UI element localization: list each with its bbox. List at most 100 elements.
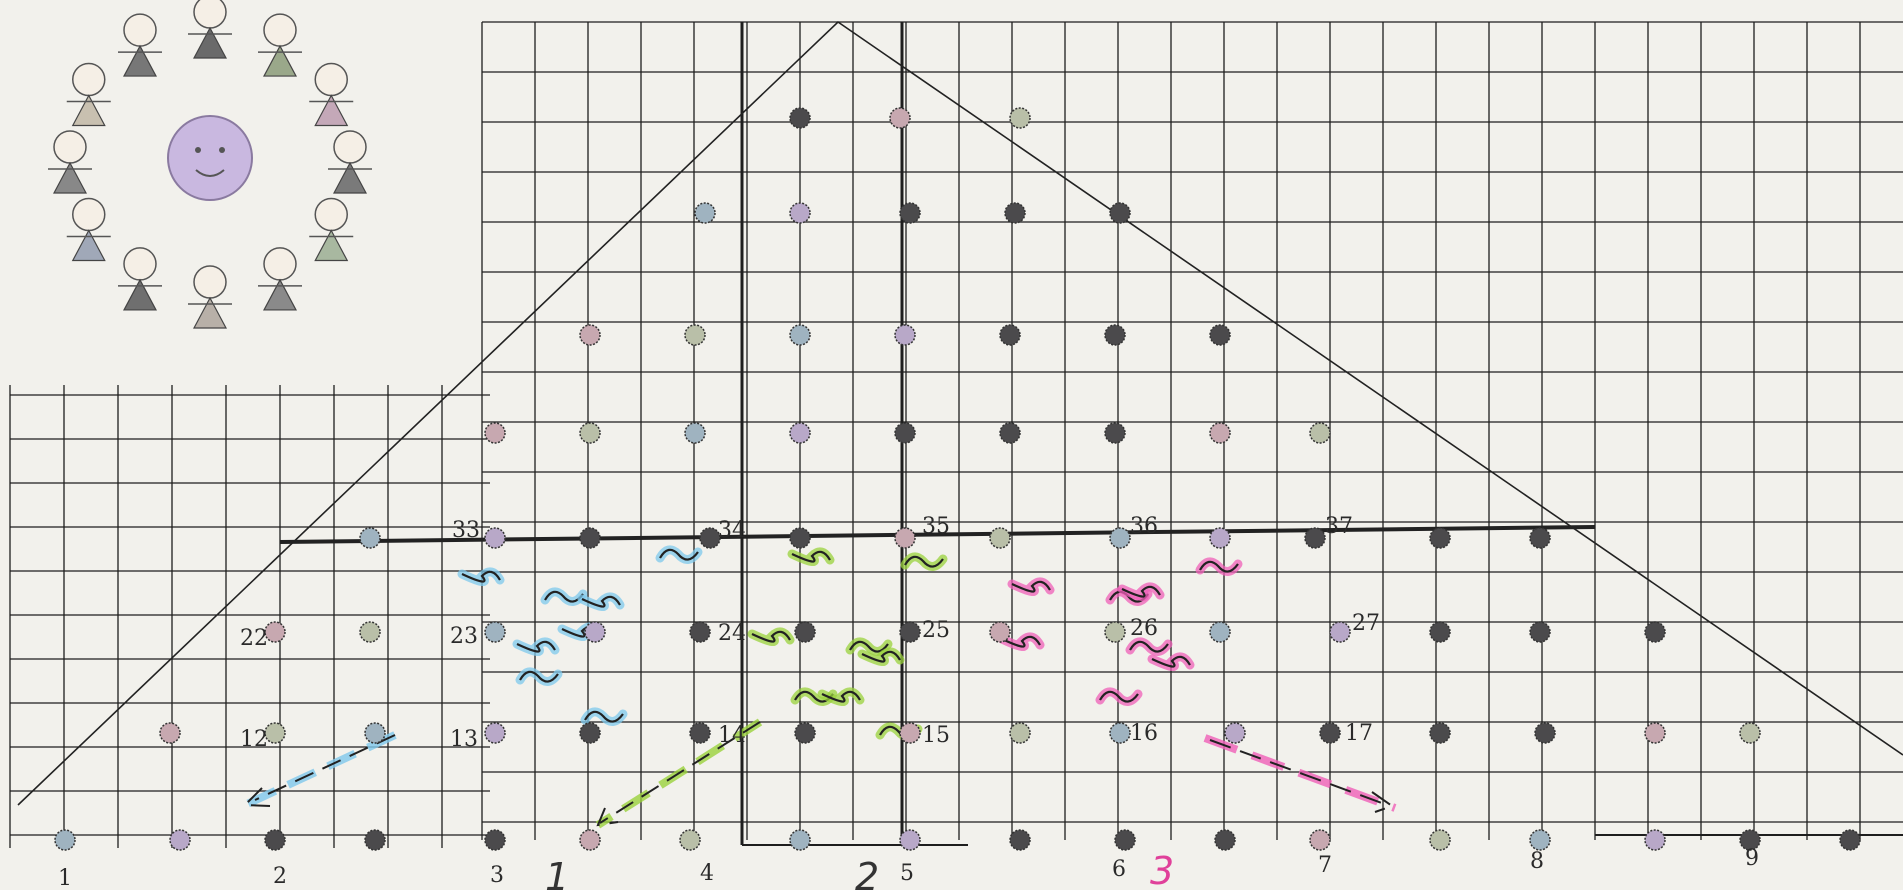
dot-point xyxy=(485,622,505,642)
dot-point xyxy=(1010,108,1030,128)
dot-point xyxy=(790,830,810,850)
dot-point xyxy=(1210,622,1230,642)
column-label-1: 1 xyxy=(58,866,72,890)
column-label-7: 7 xyxy=(1318,853,1332,878)
dot-point xyxy=(1105,622,1125,642)
dot-point xyxy=(1310,830,1330,850)
dot-point xyxy=(580,325,600,345)
dot-point xyxy=(900,622,920,642)
point-label-25: 25 xyxy=(922,618,950,643)
dot-point xyxy=(1645,622,1665,642)
column-label-8: 8 xyxy=(1530,849,1544,874)
dot-point xyxy=(485,528,505,548)
dot-point xyxy=(1305,528,1325,548)
dot-point xyxy=(1320,723,1340,743)
point-label-13: 13 xyxy=(450,727,478,752)
dot-point xyxy=(895,325,915,345)
child-figure-icon xyxy=(67,199,111,261)
column-label-3: 3 xyxy=(490,863,504,888)
column-label-5: 5 xyxy=(900,861,914,886)
handwritten-group-2: 2 xyxy=(855,855,879,890)
point-label-24: 24 xyxy=(718,621,746,646)
dot-point xyxy=(485,423,505,443)
dot-point xyxy=(1215,830,1235,850)
dot-point xyxy=(1430,528,1450,548)
dot-point xyxy=(1530,622,1550,642)
dot-point xyxy=(1330,622,1350,642)
dot-point xyxy=(580,423,600,443)
dot-point xyxy=(685,423,705,443)
dot-point xyxy=(795,723,815,743)
child-figure-icon xyxy=(328,131,372,193)
dot-point xyxy=(1210,325,1230,345)
dot-point xyxy=(1430,723,1450,743)
point-label-34: 34 xyxy=(718,518,746,543)
child-figure-icon xyxy=(188,266,232,328)
dot-point xyxy=(680,830,700,850)
dot-point xyxy=(170,830,190,850)
dot-point xyxy=(360,622,380,642)
dot-point xyxy=(1225,723,1245,743)
dot-point xyxy=(365,830,385,850)
child-figure-icon xyxy=(258,248,302,310)
dot-point xyxy=(895,423,915,443)
point-label-15: 15 xyxy=(922,723,950,748)
column-label-2: 2 xyxy=(273,864,287,889)
point-label-27: 27 xyxy=(1352,611,1380,636)
dot-point xyxy=(360,528,380,548)
dot-point xyxy=(1105,325,1125,345)
dot-point xyxy=(1530,830,1550,850)
child-figure-icon xyxy=(67,64,111,126)
dot-point xyxy=(990,622,1010,642)
dot-point xyxy=(790,423,810,443)
dot-point xyxy=(790,528,810,548)
dot-point xyxy=(365,723,385,743)
point-label-36: 36 xyxy=(1130,514,1158,539)
dot-point xyxy=(580,830,600,850)
dot-point xyxy=(1000,423,1020,443)
dot-point xyxy=(1105,423,1125,443)
child-figure-icon xyxy=(118,14,162,76)
point-label-33: 33 xyxy=(452,518,480,543)
dot-point xyxy=(580,723,600,743)
dot-point xyxy=(1010,830,1030,850)
child-figure-icon xyxy=(258,14,302,76)
dot-point xyxy=(265,723,285,743)
dot-point xyxy=(795,622,815,642)
point-label-16: 16 xyxy=(1130,721,1158,746)
dot-point xyxy=(265,622,285,642)
dot-point xyxy=(1210,528,1230,548)
dot-point xyxy=(1115,830,1135,850)
dot-point xyxy=(265,830,285,850)
dot-point xyxy=(160,723,180,743)
dot-point xyxy=(790,108,810,128)
dot-point xyxy=(1110,723,1130,743)
dot-point xyxy=(900,203,920,223)
child-figure-icon xyxy=(118,248,162,310)
dot-point xyxy=(1645,723,1665,743)
dot-point xyxy=(895,528,915,548)
dot-point xyxy=(700,528,720,548)
dot-point xyxy=(690,622,710,642)
child-figure-icon xyxy=(309,64,353,126)
handwritten-group-3: 3 xyxy=(1150,849,1174,890)
dot-point xyxy=(585,622,605,642)
dot-point xyxy=(1110,203,1130,223)
dot-point xyxy=(685,325,705,345)
point-label-22: 22 xyxy=(240,626,268,651)
column-label-4: 4 xyxy=(700,861,714,886)
sun-icon xyxy=(168,116,252,200)
dot-point xyxy=(1645,830,1665,850)
child-figure-icon xyxy=(188,0,232,58)
dot-point xyxy=(1310,423,1330,443)
handwritten-group-1: 1 xyxy=(545,855,569,890)
dot-point xyxy=(580,528,600,548)
colored-marker-strokes xyxy=(245,550,1395,825)
dot-point xyxy=(1740,723,1760,743)
children-around-sun-illustration xyxy=(10,0,430,380)
point-label-12: 12 xyxy=(240,727,268,752)
dot-point xyxy=(485,830,505,850)
child-figure-icon xyxy=(309,199,353,261)
dot-point xyxy=(1000,325,1020,345)
dot-point xyxy=(690,723,710,743)
